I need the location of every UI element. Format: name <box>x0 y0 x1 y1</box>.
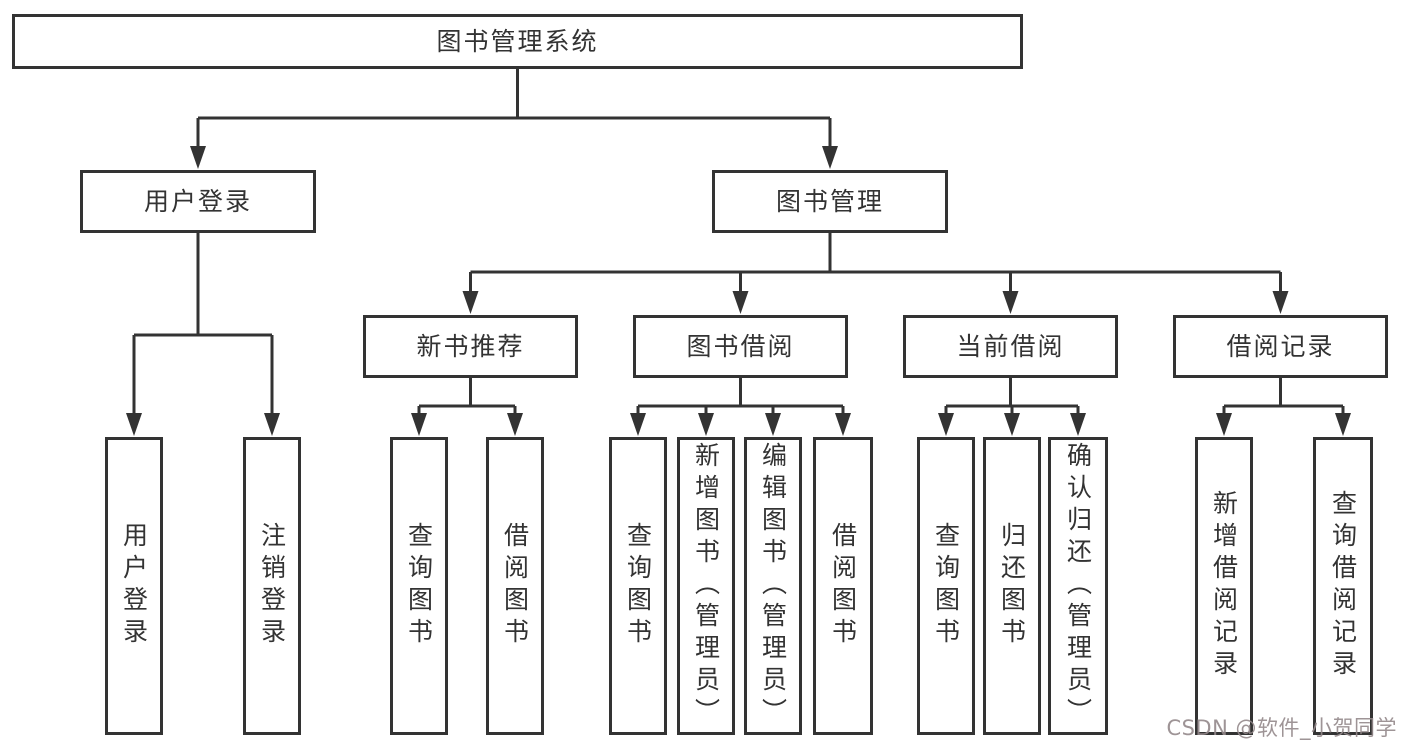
node-label: 确认归还（管理员） <box>1063 442 1093 730</box>
node-l-borrow-book2: 借阅图书 <box>813 437 873 735</box>
arrowhead-icon <box>630 413 646 436</box>
node-label: 图书借阅 <box>686 332 795 361</box>
node-l-query-book2: 查询图书 <box>609 437 667 735</box>
node-l-user-login: 用户登录 <box>105 437 163 735</box>
arrowhead-icon <box>1070 413 1086 436</box>
node-l-borrow-book1: 借阅图书 <box>486 437 544 735</box>
node-current-borrow: 当前借阅 <box>903 315 1118 378</box>
arrowhead-icon <box>126 413 142 436</box>
node-l-confirm-return: 确认归还（管理员） <box>1048 437 1108 735</box>
node-label: 注销登录 <box>257 522 287 650</box>
arrowhead-icon <box>462 291 479 314</box>
arrowhead-icon <box>1272 291 1289 314</box>
connector-borrow-record <box>1222 378 1345 421</box>
node-label: 查询图书 <box>404 522 434 650</box>
arrowhead-icon <box>1335 413 1351 436</box>
node-label: 用户登录 <box>143 187 252 216</box>
node-label: 归还图书 <box>997 522 1027 650</box>
connector-book-borrow <box>636 378 845 421</box>
arrowhead-icon <box>507 413 523 436</box>
node-user-login: 用户登录 <box>80 170 316 233</box>
arrowhead-icon <box>765 413 781 436</box>
node-l-logout: 注销登录 <box>243 437 301 735</box>
node-book-borrow: 图书借阅 <box>633 315 848 378</box>
node-borrow-record: 借阅记录 <box>1173 315 1388 378</box>
arrowhead-icon <box>1004 413 1020 436</box>
node-label: 借阅记录 <box>1226 332 1335 361</box>
node-label: 图书管理系统 <box>436 27 599 56</box>
node-label: 新增图书（管理员） <box>691 442 721 730</box>
node-label: 新书推荐 <box>416 332 525 361</box>
node-label: 借阅图书 <box>500 522 530 650</box>
arrowhead-icon <box>264 413 280 436</box>
connector-new-book <box>417 378 517 421</box>
node-label: 查询图书 <box>623 522 653 650</box>
connector-book-mgmt <box>469 233 1282 299</box>
arrowhead-icon <box>1002 291 1019 314</box>
node-root: 图书管理系统 <box>12 14 1023 69</box>
arrowhead-icon <box>835 413 851 436</box>
node-label: 查询借阅记录 <box>1328 490 1358 682</box>
watermark-text: CSDN @软件_小贺同学 <box>1166 716 1397 740</box>
node-label: 当前借阅 <box>956 332 1065 361</box>
arrowhead-icon <box>698 413 714 436</box>
node-l-add-record: 新增借阅记录 <box>1195 437 1253 735</box>
node-label: 编辑图书（管理员） <box>758 442 788 730</box>
node-new-book: 新书推荐 <box>363 315 578 378</box>
arrowhead-icon <box>938 413 954 436</box>
node-l-edit-book: 编辑图书（管理员） <box>744 437 802 735</box>
arrowhead-icon <box>411 413 427 436</box>
node-label: 新增借阅记录 <box>1209 490 1239 682</box>
arrowhead-icon <box>732 291 749 314</box>
connector-current-borrow <box>944 378 1080 421</box>
node-label: 查询图书 <box>931 522 961 650</box>
node-l-add-book: 新增图书（管理员） <box>677 437 735 735</box>
node-label: 图书管理 <box>775 187 884 216</box>
node-label: 用户登录 <box>119 522 149 650</box>
node-l-return-book: 归还图书 <box>983 437 1041 735</box>
connector-root <box>196 69 832 154</box>
node-l-query-book3: 查询图书 <box>917 437 975 735</box>
arrowhead-icon <box>1216 413 1232 436</box>
node-label: 借阅图书 <box>828 522 858 650</box>
connector-user-login <box>132 233 274 421</box>
arrowhead-icon <box>822 146 838 169</box>
arrowhead-icon <box>190 146 206 169</box>
node-l-query-book1: 查询图书 <box>390 437 448 735</box>
node-l-query-record: 查询借阅记录 <box>1313 437 1373 735</box>
node-book-mgmt: 图书管理 <box>712 170 948 233</box>
